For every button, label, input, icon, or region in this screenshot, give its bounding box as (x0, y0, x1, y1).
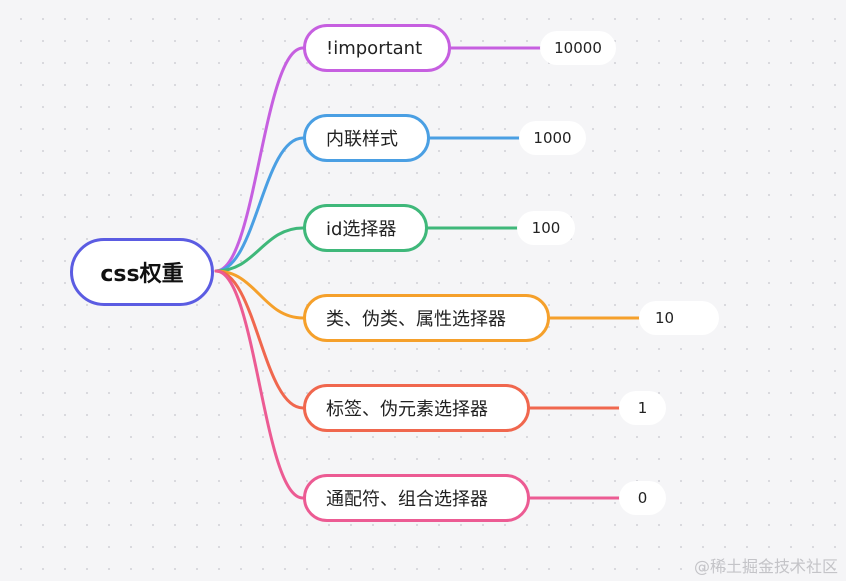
branch-important[interactable]: !important (303, 24, 451, 72)
leaf-value: 0 (637, 489, 648, 507)
connector-root-to-branch (214, 46, 305, 273)
branch-label: 通配符、组合选择器 (326, 489, 488, 510)
connector-root-to-branch (214, 269, 305, 320)
leaf-value: 1000 (533, 129, 572, 147)
root-topic-label: css权重 (100, 262, 184, 287)
leaf-value-0[interactable]: 0 (619, 481, 666, 515)
leaf-value-100[interactable]: 100 (517, 211, 575, 245)
branch-label: !important (326, 37, 423, 59)
branch-label: 类、伪类、属性选择器 (326, 309, 506, 330)
branch-inline-style[interactable]: 内联样式 (303, 114, 430, 162)
leaf-value-10000[interactable]: 10000 (540, 31, 616, 65)
watermark: @稀土掘金技术社区 (693, 557, 838, 576)
leaf-value-1000[interactable]: 1000 (519, 121, 586, 155)
branch-universal-combinator-selector[interactable]: 通配符、组合选择器 (303, 474, 530, 522)
connector-root-to-branch (214, 226, 305, 273)
connector-root-to-branch (214, 269, 305, 500)
leaf-value: 100 (531, 219, 561, 237)
leaf-value: 10000 (554, 39, 602, 57)
connector-root-to-branch (214, 136, 305, 273)
connector-root-to-branch (214, 269, 305, 410)
leaf-value-10[interactable]: 10 (639, 301, 719, 335)
branch-label: 内联样式 (326, 129, 398, 150)
branch-class-pseudo-attribute-selector[interactable]: 类、伪类、属性选择器 (303, 294, 550, 342)
branch-label: id选择器 (326, 219, 397, 240)
leaf-value: 1 (637, 399, 648, 417)
branch-id-selector[interactable]: id选择器 (303, 204, 428, 252)
leaf-value-1[interactable]: 1 (619, 391, 666, 425)
leaf-value: 10 (655, 309, 675, 327)
branch-label: 标签、伪元素选择器 (326, 399, 488, 420)
branch-tag-pseudo-element-selector[interactable]: 标签、伪元素选择器 (303, 384, 530, 432)
root-topic-css-weight[interactable]: css权重 (70, 238, 214, 306)
